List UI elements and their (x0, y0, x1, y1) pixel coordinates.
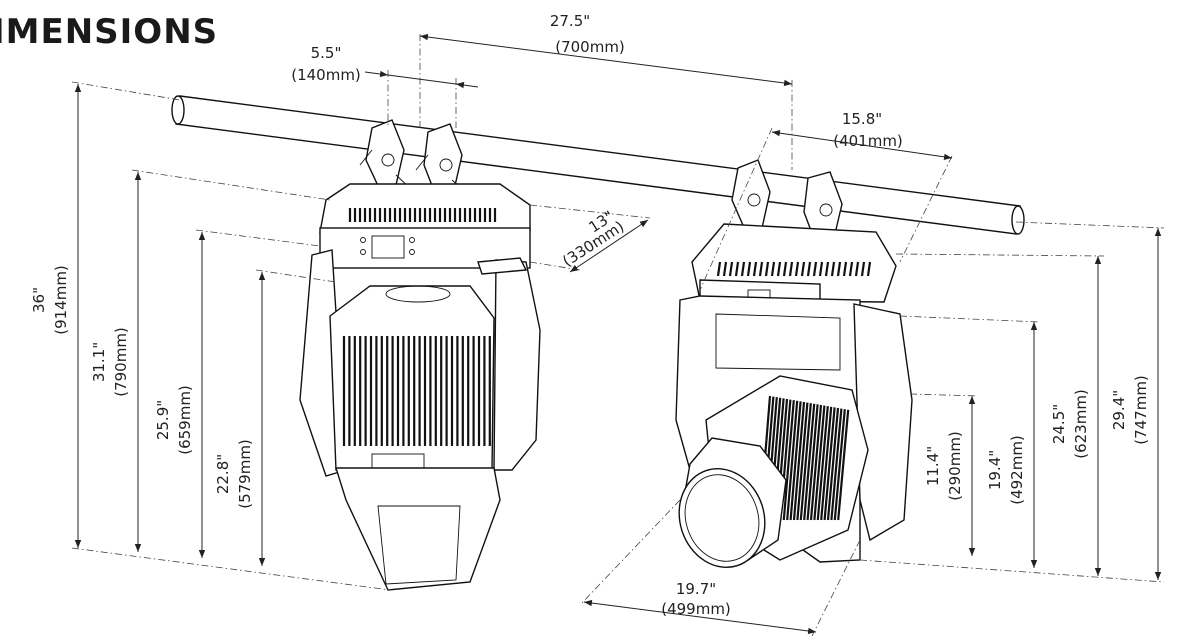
heat-fin (789, 401, 802, 521)
heat-fin (788, 261, 794, 277)
dim-5-5-inch: 5.5" (311, 44, 342, 62)
heat-fin (776, 261, 782, 277)
heat-fin (746, 261, 752, 277)
heat-fin (752, 261, 758, 277)
heat-fin (786, 400, 799, 521)
heat-fin (803, 403, 816, 521)
heat-fin (734, 261, 740, 277)
dim-29-4-mm: (747mm) (1132, 375, 1150, 445)
heat-fin (764, 261, 770, 277)
dim-24-5-inch: 24.5" (1050, 404, 1068, 444)
heat-fin (806, 404, 819, 521)
dim-22-8-inch: 22.8" (214, 454, 232, 494)
heat-fin (823, 407, 836, 521)
heat-fin (740, 261, 746, 277)
heat-fin (799, 403, 812, 521)
dim-31-1-mm: (790mm) (112, 327, 130, 397)
heat-fin (830, 261, 836, 277)
display-screen (371, 235, 405, 259)
dimension-lines (71, 33, 1165, 637)
heat-fin (794, 261, 800, 277)
clamp-left-2 (731, 159, 771, 233)
front-lens (678, 468, 766, 568)
head-lower (335, 467, 501, 591)
dim-24-5-mm: (623mm) (1072, 389, 1090, 459)
heat-fin (842, 261, 848, 277)
heat-fin (848, 261, 854, 277)
dim-22-8-mm: (579mm) (236, 439, 254, 509)
dim-15-8-inch: 15.8" (842, 110, 882, 128)
heat-fin (782, 261, 788, 277)
dim-36-mm: (914mm) (52, 265, 70, 335)
heat-fin (716, 261, 722, 277)
heat-fin (830, 408, 843, 521)
logo-plate (371, 453, 425, 469)
heat-fin (813, 405, 826, 521)
dim-15-8-mm: (401mm) (833, 132, 903, 150)
dim-29-4-inch: 29.4" (1110, 390, 1128, 430)
heat-fin (728, 261, 734, 277)
dim-11-4-inch: 11.4" (924, 446, 942, 486)
heat-fin (796, 402, 809, 521)
dim-19-4-inch: 19.4" (986, 450, 1004, 490)
heat-fin (782, 400, 795, 521)
yoke-arm-right-2 (853, 303, 913, 542)
heat-fin (806, 261, 812, 277)
dim-19-7-mm: (499mm) (661, 600, 731, 618)
dim-11-4-mm: (290mm) (946, 431, 964, 501)
dim-19-7-inch: 19.7" (676, 580, 716, 598)
heat-fin (866, 261, 872, 277)
dim-36-inch: 36" (30, 287, 48, 313)
dim-5-5-mm: (140mm) (291, 66, 361, 84)
heat-fin (820, 406, 833, 521)
dim-19-4-mm: (492mm) (1008, 435, 1026, 505)
heat-fin (833, 409, 846, 521)
dim-25-9-inch: 25.9" (154, 400, 172, 440)
fixture-angled-view (675, 159, 913, 568)
dim-25-9-mm: (659mm) (176, 385, 194, 455)
heat-fin (854, 261, 860, 277)
page-title: IMENSIONS (0, 12, 219, 52)
heat-fin (758, 261, 764, 277)
heat-fin (800, 261, 806, 277)
heat-fin (809, 404, 823, 521)
heat-fin (860, 261, 866, 277)
heat-fin (818, 261, 824, 277)
heat-fin (837, 409, 850, 521)
yoke-arm-right (493, 259, 541, 471)
heat-fin (812, 261, 818, 277)
heat-fin (826, 407, 840, 521)
dim-27-5-inch: 27.5" (550, 12, 590, 30)
heat-fin (836, 261, 842, 277)
dim-27-5-mm: (700mm) (555, 38, 625, 56)
heat-fin (722, 261, 728, 277)
heat-fin (824, 261, 830, 277)
heat-fin (816, 406, 829, 521)
fixture-front-view (299, 119, 541, 591)
heat-fin (770, 261, 776, 277)
heat-fin (792, 401, 806, 521)
dim-31-1-inch: 31.1" (90, 342, 108, 382)
